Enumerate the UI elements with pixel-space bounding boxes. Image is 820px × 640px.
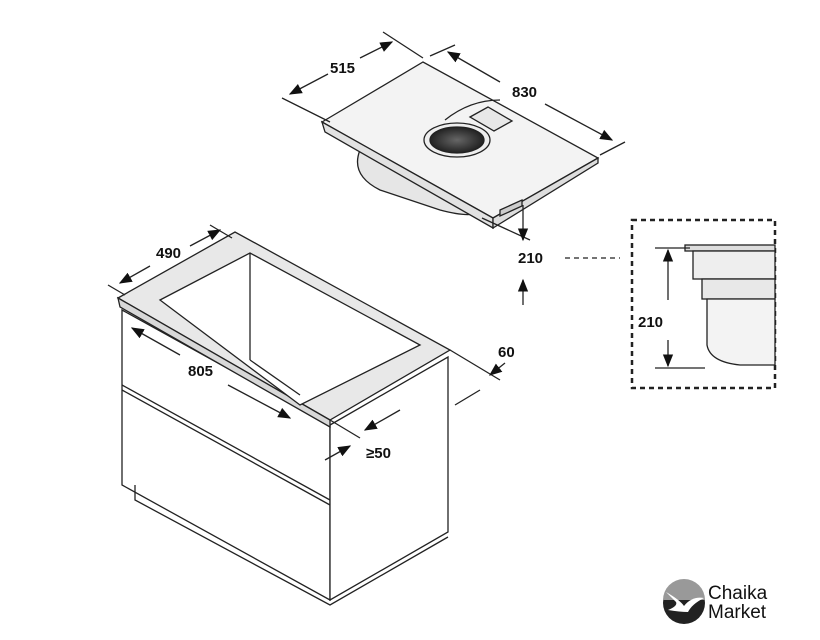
hob-height-label: 210 (518, 250, 544, 267)
detail-inset (630, 218, 777, 390)
logo-line1: Chaika (708, 583, 768, 604)
hob-dimension-lines (281, 31, 626, 305)
hob-depth-label: 515 (330, 60, 356, 77)
brand-logo: Chaika Market (708, 584, 767, 622)
inset-height-label: 210 (638, 314, 664, 331)
hob-width-label: 830 (512, 84, 538, 101)
cutout-width-label: 805 (188, 363, 214, 380)
seagull-logo-icon (663, 579, 705, 624)
cabinet-drawing (116, 231, 452, 606)
hob-drawing (320, 61, 600, 230)
rear-clearance-label: ≥50 (366, 445, 391, 462)
cabinet-dimension-lines (107, 224, 506, 461)
front-gap-label: 60 (498, 344, 515, 361)
logo-line2: Market (708, 602, 767, 623)
cutout-depth-label: 490 (156, 245, 182, 262)
